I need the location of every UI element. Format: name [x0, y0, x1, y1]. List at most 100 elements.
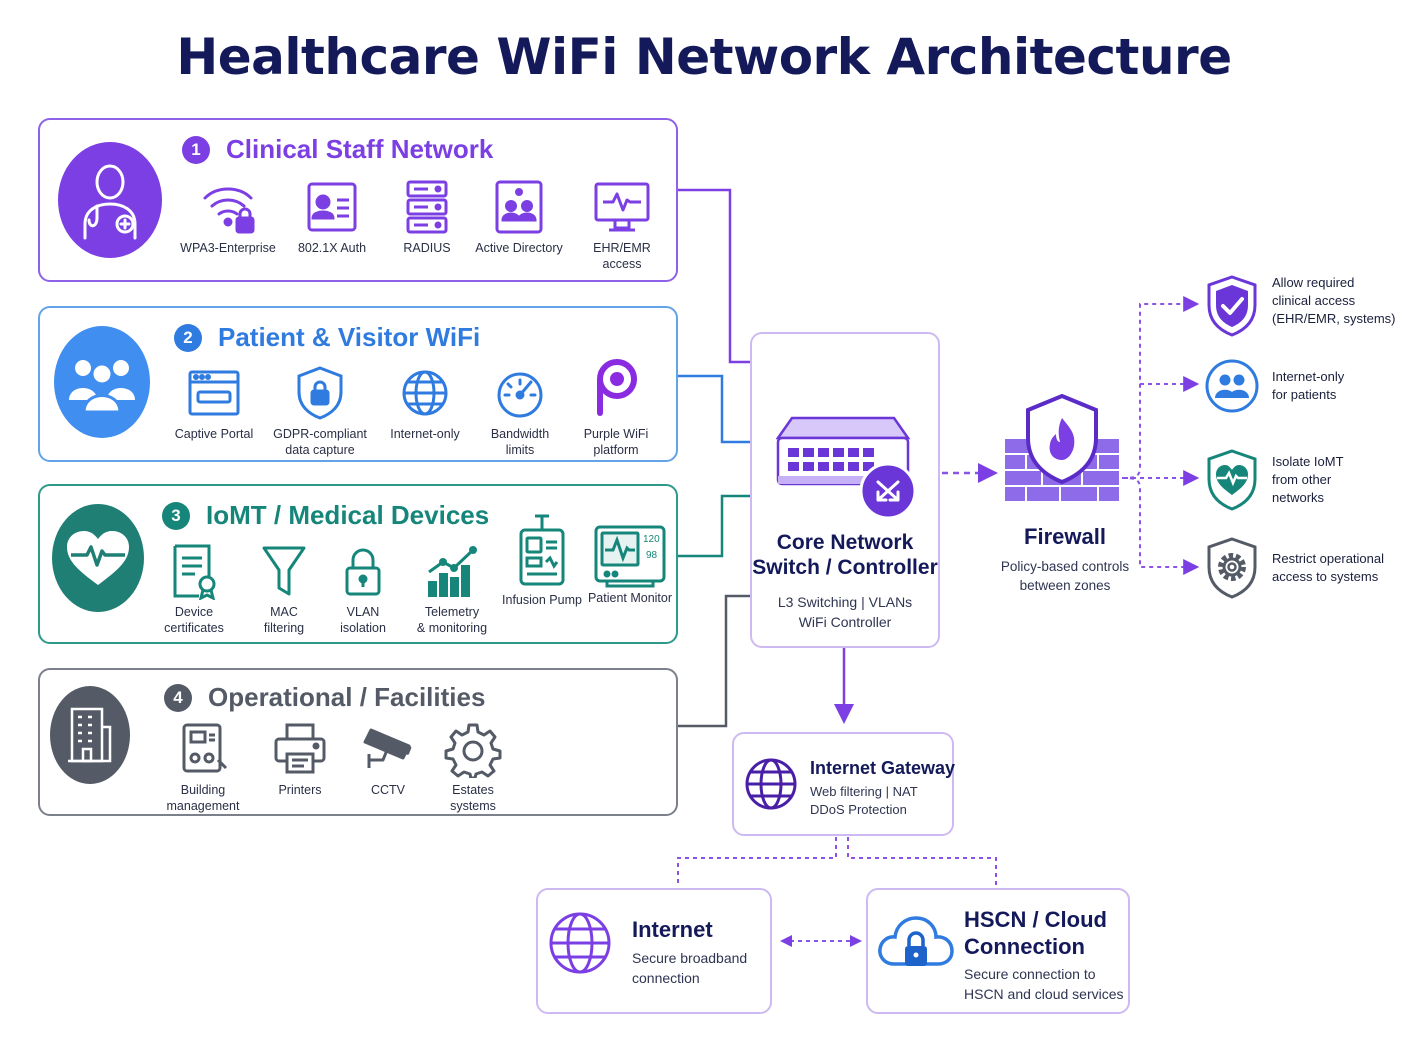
internet-panel: Internet Secure broadband connection	[536, 888, 772, 1014]
feature-wpa3: WPA3-Enterprise	[173, 178, 283, 256]
gear-icon	[444, 720, 502, 778]
policy-restrict-operational: Restrict operational access to systems	[1204, 536, 1384, 600]
feature-internet-only: Internet-only	[370, 364, 480, 442]
feature-estates: Estates systems	[418, 720, 528, 814]
page-title: Healthcare WiFi Network Architecture	[176, 28, 1232, 86]
feature-8021x: 802.1X Auth	[277, 178, 387, 256]
core-switch-panel: Core Network Switch / Controller L3 Swit…	[750, 332, 940, 648]
internet-subtitle: Secure broadband connection	[632, 950, 748, 986]
server-icon	[398, 178, 456, 236]
feature-radius: RADIUS	[372, 178, 482, 256]
feature-label: EHR/EMR access	[593, 241, 651, 271]
feature-label: CCTV	[370, 783, 406, 797]
gateway-subtitle: Web filtering | NAT DDoS Protection	[810, 784, 918, 817]
connector-clinical-to-core	[678, 188, 752, 364]
shield-lock-icon	[291, 364, 349, 422]
policy-isolate-iomt: Isolate IoMT from other networks	[1204, 448, 1344, 512]
feature-building-management: Building management	[148, 720, 258, 814]
connector-patient-to-core	[678, 374, 752, 444]
feature-telemetry: Telemetry & monitoring	[397, 542, 507, 636]
zone-title: Operational / Facilities	[208, 682, 486, 712]
feature-device-certificates: Device certificates	[139, 542, 249, 636]
feature-label: Telemetry & monitoring	[416, 605, 488, 635]
zone-clinical-staff: 1 Clinical Staff Network WPA3-Enterprise	[38, 118, 678, 282]
policy-label: Isolate IoMT from other networks	[1272, 454, 1344, 505]
filter-icon	[255, 542, 313, 600]
zone-number-badge: 4	[164, 683, 192, 712]
hscn-title: HSCN / Cloud Connection	[964, 907, 1107, 959]
feature-label: Building management	[166, 783, 240, 813]
zone-number-badge: 2	[174, 323, 202, 352]
spo2-readout: 98	[646, 550, 658, 561]
feature-gdpr: GDPR-compliant data capture	[265, 364, 375, 458]
shield-check-icon	[1204, 274, 1260, 338]
shield-heart-icon	[1204, 448, 1260, 512]
zone-number-badge: 1	[182, 135, 210, 164]
printer-icon	[271, 720, 329, 778]
certificate-icon	[165, 542, 223, 600]
feature-label: WPA3-Enterprise	[180, 241, 276, 255]
feature-ehr-emr: EHR/EMR access	[567, 178, 677, 272]
policy-label: Internet-only for patients	[1272, 369, 1345, 402]
zone-operational-facilities: 4 Operational / Facilities Building mana…	[38, 668, 678, 816]
firewall-subtitle: Policy-based controls between zones	[1000, 559, 1130, 593]
connector-gateway-to-endpoints	[677, 837, 997, 886]
connector-iomt-to-core	[678, 494, 752, 558]
firewall-title: Firewall	[1024, 524, 1106, 549]
feature-label: Active Directory	[475, 241, 563, 255]
patient-monitor-icon: 120 98	[593, 524, 667, 588]
core-title: Core Network Switch / Controller	[752, 531, 938, 579]
shield-gear-icon	[1204, 536, 1260, 600]
zone-patient-visitor: 2 Patient & Visitor WiFi Captive Portal …	[38, 306, 678, 462]
gateway-title: Internet Gateway	[810, 758, 956, 778]
browser-icon	[185, 364, 243, 422]
zone-title: Clinical Staff Network	[226, 134, 494, 164]
firewall-icon	[1003, 393, 1121, 506]
connector-ops-to-core	[678, 594, 752, 728]
hscn-cloud-panel: HSCN / Cloud Connection Secure connectio…	[866, 888, 1130, 1014]
bar-chart-icon	[423, 542, 481, 600]
feature-label: VLAN isolation	[340, 605, 386, 635]
core-subtitle: L3 Switching | VLANs WiFi Controller	[777, 594, 913, 630]
gauge-icon	[491, 364, 549, 422]
feature-printers: Printers	[245, 720, 355, 798]
hscn-subtitle: Secure connection to HSCN and cloud serv…	[964, 966, 1124, 1002]
zone-number-badge: 3	[162, 501, 190, 530]
padlock-icon	[334, 542, 392, 600]
feature-label: GDPR-compliant data capture	[273, 427, 367, 457]
people-icon	[54, 326, 150, 438]
wifi-lock-icon	[199, 178, 257, 236]
monitor-pulse-icon	[593, 178, 651, 236]
infusion-pump-icon	[513, 512, 571, 588]
id-card-icon	[303, 178, 361, 236]
feature-vlan-isolation: VLAN isolation	[308, 542, 418, 636]
feature-label: Bandwidth limits	[490, 427, 550, 457]
feature-patient-monitor: 120 98 Patient Monitor	[576, 524, 684, 606]
zone-iomt-medical: 3 IoMT / Medical Devices Device certific…	[38, 484, 678, 644]
feature-label: Device certificates	[164, 605, 224, 635]
doctor-icon	[58, 142, 162, 258]
feature-label: Internet-only	[390, 427, 460, 441]
globe-icon	[396, 364, 454, 422]
feature-mac-filtering: MAC filtering	[229, 542, 339, 636]
internet-title: Internet	[632, 917, 713, 942]
feature-infusion-pump: Infusion Pump	[487, 512, 597, 608]
feature-label: MAC filtering	[263, 605, 305, 635]
purple-logo-icon	[587, 354, 645, 422]
feature-label: Estates systems	[450, 783, 496, 813]
heart-pulse-icon	[52, 504, 144, 612]
feature-purple-wifi: Purple WiFi platform	[561, 354, 671, 458]
directory-icon	[490, 178, 548, 236]
feature-label: Captive Portal	[174, 427, 254, 441]
cctv-icon	[359, 720, 417, 778]
feature-active-directory: Active Directory	[464, 178, 574, 256]
globe-icon	[744, 754, 798, 814]
policy-internet-patients: Internet-only for patients	[1204, 354, 1344, 418]
cloud-lock-icon	[876, 908, 956, 980]
globe-icon	[548, 910, 612, 976]
zone-title: Patient & Visitor WiFi	[218, 322, 481, 352]
policy-label: Restrict operational access to systems	[1272, 551, 1384, 584]
feature-label: Purple WiFi platform	[583, 427, 649, 457]
policy-allow-clinical: Allow required clinical access (EHR/EMR,…	[1204, 274, 1396, 338]
feature-bandwidth: Bandwidth limits	[465, 364, 575, 458]
